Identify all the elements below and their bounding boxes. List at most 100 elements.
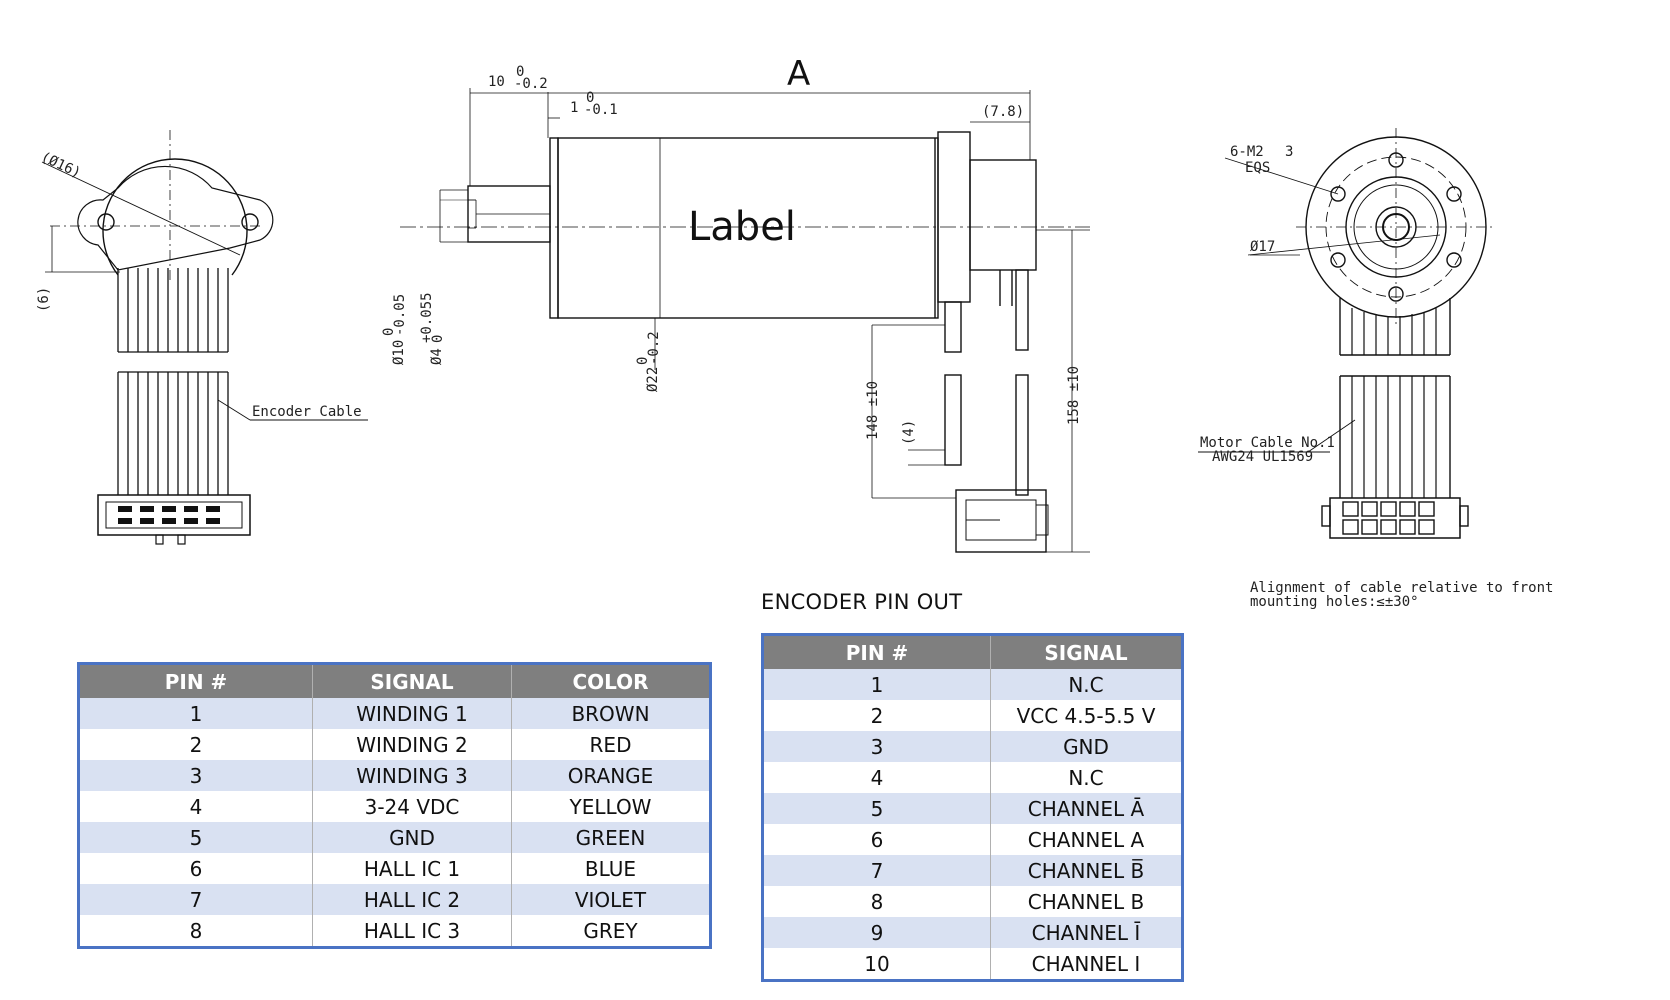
color-cell: GREY — [511, 915, 711, 948]
encoder-diameter-dim: (Ø16) — [38, 149, 83, 181]
signal-cell: CHANNEL Ī — [990, 917, 1183, 948]
signal-cell: CHANNEL Ā — [990, 793, 1183, 824]
color-cell: ORANGE — [511, 760, 711, 791]
svg-text:0: 0 — [586, 90, 594, 106]
pin-cell: 5 — [762, 793, 991, 824]
col-header-pin: PIN # — [78, 663, 313, 698]
motor-cable-awg: AWG24 UL1569 — [1212, 449, 1313, 465]
encoder-offset-dim: (6) — [36, 287, 52, 312]
pin-cell: 2 — [762, 700, 991, 731]
col-header-signal: SIGNAL — [990, 634, 1183, 669]
signal-cell: WINDING 2 — [312, 729, 512, 760]
signal-cell: 3-24 VDC — [312, 791, 512, 822]
pin-cell: 4 — [762, 762, 991, 793]
pin-cell: 4 — [78, 791, 313, 822]
motor-cable-label: Motor Cable No.1 — [1200, 435, 1335, 451]
rear-offset-dim: (7.8) — [982, 104, 1024, 120]
signal-cell: CHANNEL B̅ — [990, 855, 1183, 886]
signal-cell: CHANNEL A — [990, 824, 1183, 855]
signal-cell: GND — [312, 822, 512, 853]
pin-cell: 3 — [762, 731, 991, 762]
signal-cell: CHANNEL I — [990, 948, 1183, 981]
svg-text:0: 0 — [635, 357, 651, 365]
signal-cell: WINDING 3 — [312, 760, 512, 791]
pin-cell: 9 — [762, 917, 991, 948]
pin-cell: 10 — [762, 948, 991, 981]
color-cell: BLUE — [511, 853, 711, 884]
pin-cell: 7 — [762, 855, 991, 886]
pin-cell: 6 — [78, 853, 313, 884]
svg-text:-0.1: -0.1 — [584, 102, 618, 118]
front-diameter-dim: Ø17 — [1250, 239, 1275, 255]
mount-holes-depth: 3 — [1285, 144, 1293, 160]
mount-holes-dim: 6-M2 — [1230, 144, 1264, 160]
color-cell: YELLOW — [511, 791, 711, 822]
pin-cell: 1 — [78, 698, 313, 729]
small-offset-dim: (4) — [901, 420, 917, 445]
svg-text:-0.2: -0.2 — [514, 76, 548, 92]
color-cell: BROWN — [511, 698, 711, 729]
encoder-cable-length-dim: 158 ±10 — [1066, 366, 1082, 425]
pin-cell: 5 — [78, 822, 313, 853]
body-diameter-dim: Ø22 0 -0.2 — [635, 331, 662, 392]
alignment-note-2: mounting holes:≤±30° — [1250, 594, 1419, 610]
pin-cell: 2 — [78, 729, 313, 760]
svg-text:0: 0 — [430, 335, 446, 343]
svg-text:-0.2: -0.2 — [646, 331, 662, 365]
table-header-row: PIN # SIGNAL COLOR — [78, 663, 711, 698]
motor-front-view — [1198, 128, 1496, 539]
section-label: A — [787, 54, 810, 94]
color-cell: GREEN — [511, 822, 711, 853]
table-header-row: PIN # SIGNAL — [762, 634, 1183, 669]
col-header-pin: PIN # — [762, 634, 991, 669]
alignment-note: Alignment of cable relative to front — [1250, 580, 1553, 596]
signal-cell: HALL IC 3 — [312, 915, 512, 948]
mount-holes-eqs: EQS — [1245, 160, 1270, 176]
svg-text:0: 0 — [381, 328, 397, 336]
shaft-length-dim: 10 — [488, 74, 505, 90]
motor-side-view — [400, 88, 1090, 553]
pin-cell: 3 — [78, 760, 313, 791]
encoder-table-title: ENCODER PIN OUT — [761, 590, 963, 614]
signal-cell: HALL IC 1 — [312, 853, 512, 884]
pin-diameter-dim: Ø4 +0.055 0 — [419, 292, 446, 365]
svg-text:0: 0 — [516, 64, 524, 80]
color-cell: VIOLET — [511, 884, 711, 915]
signal-cell: HALL IC 2 — [312, 884, 512, 915]
signal-cell: CHANNEL B — [990, 886, 1183, 917]
svg-text:+0.055: +0.055 — [419, 292, 435, 343]
svg-text:-0.05: -0.05 — [392, 294, 408, 336]
pin-cell: 7 — [78, 884, 313, 915]
col-header-signal: SIGNAL — [312, 663, 512, 698]
signal-cell: N.C — [990, 762, 1183, 793]
svg-text:Ø22: Ø22 — [645, 367, 661, 392]
body-label: Label — [688, 204, 796, 250]
col-header-color: COLOR — [511, 663, 711, 698]
signal-cell: GND — [990, 731, 1183, 762]
signal-cell: N.C — [990, 669, 1183, 700]
svg-text:Ø10: Ø10 — [391, 340, 407, 365]
encoder-cable-label: Encoder Cable — [252, 404, 362, 420]
collar-dim: 1 — [570, 100, 578, 116]
pin-cell: 8 — [78, 915, 313, 948]
svg-text:Ø4: Ø4 — [429, 348, 445, 365]
motor-cable-length-dim: 148 ±10 — [865, 381, 881, 440]
shaft-diameter-dim: Ø10 0 -0.05 — [381, 294, 408, 365]
